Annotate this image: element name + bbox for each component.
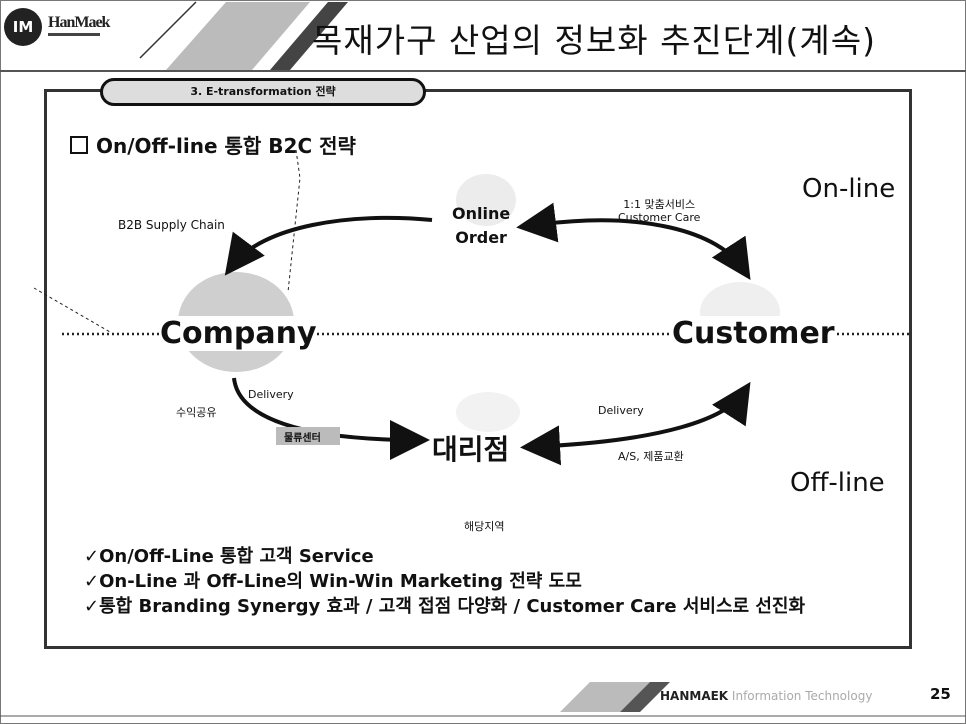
delivery-right-label: Delivery <box>598 404 644 417</box>
page-title: 목재가구 산업의 정보화 추진단계(계속) <box>312 21 876 60</box>
online-order-line2: Order <box>455 228 507 247</box>
custom-service-line1: 1:1 맞춤서비스 <box>623 198 696 211</box>
online-zone-label: On-line <box>802 174 896 204</box>
logistics-center-label: 물류센터 <box>284 433 321 444</box>
region-label: 해당지역 <box>464 520 505 533</box>
bullet-item: ✓통합 Branding Synergy 효과 / 고객 접점 다양화 / Cu… <box>84 596 806 617</box>
company-logo: IM <box>4 8 42 46</box>
order-customer-arrow <box>516 202 751 281</box>
company-node: Company <box>160 316 317 351</box>
company-to-agency-arrow <box>232 377 430 460</box>
footer-brand: HANMAEK Information Technology <box>660 689 872 703</box>
customer-node: Customer <box>672 316 835 351</box>
custom-service-line2: Customer Care <box>618 211 701 224</box>
section-tab: 3. E-transformation 전략 <box>100 78 426 106</box>
heading-text: On/Off-line 통합 B2C 전략 <box>96 134 356 158</box>
online-order-node: Online Order <box>452 202 510 250</box>
header-rule <box>0 70 966 72</box>
profit-share-label: 수익공유 <box>176 406 217 419</box>
section-heading: On/Off-line 통합 B2C 전략 <box>70 130 356 159</box>
footer-brand-rest: Information Technology <box>728 689 873 703</box>
logo-text: HanMaek <box>48 14 110 31</box>
agency-node: 대리점 <box>432 433 510 466</box>
bullet-list: ✓On/Off-Line 통합 고객 Service ✓On-Line 과 Of… <box>84 544 805 619</box>
delivery-left-label: Delivery <box>248 388 294 401</box>
agency-customer-arrow <box>520 381 751 466</box>
footer-brand-name: HANMAEK <box>660 689 729 703</box>
page-number: 25 <box>930 685 951 703</box>
custom-service-label: 1:1 맞춤서비스 Customer Care <box>618 198 700 224</box>
b2b-supply-chain-label: B2B Supply Chain <box>118 218 225 232</box>
checkbox-square-icon <box>70 136 88 154</box>
content-box <box>44 89 912 649</box>
as-exchange-label: A/S, 제품교환 <box>618 450 684 463</box>
online-order-line1: Online <box>452 204 511 223</box>
logo-underline <box>48 33 100 36</box>
offline-zone-label: Off-line <box>790 468 885 498</box>
bullet-item: ✓On/Off-Line 통합 고객 Service <box>84 546 374 567</box>
order-to-company-arrow <box>224 215 433 276</box>
bullet-item: ✓On-Line 과 Off-Line의 Win-Win Marketing 전… <box>84 571 582 592</box>
